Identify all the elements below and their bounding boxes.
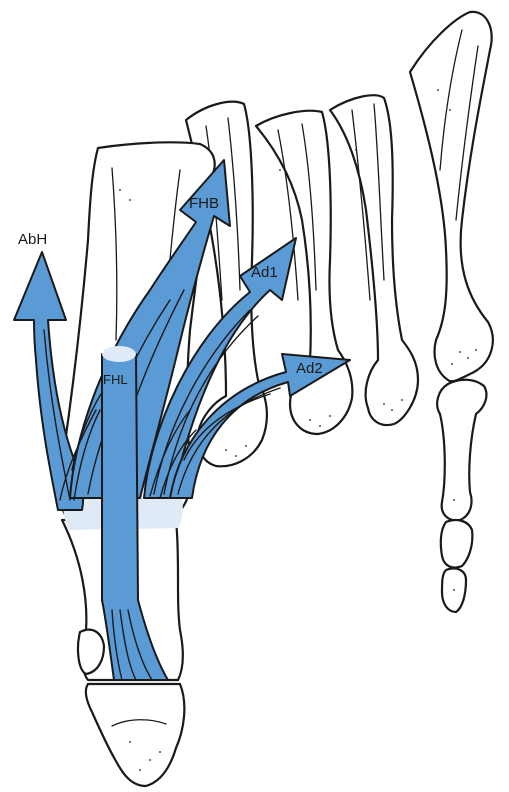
hallux-distal-phalanx-bone [86,684,184,786]
label-fhl: FHL [103,372,128,387]
label-ad2: Ad2 [296,360,323,377]
label-fhb: FHB [189,195,219,212]
fifth-proximal-phalanx-bone [437,380,486,521]
fifth-middle-phalanx-bone [441,520,473,567]
label-ad1: Ad1 [251,264,278,281]
label-abh: AbH [18,231,47,248]
fifth-metatarsal-bone [410,12,493,381]
